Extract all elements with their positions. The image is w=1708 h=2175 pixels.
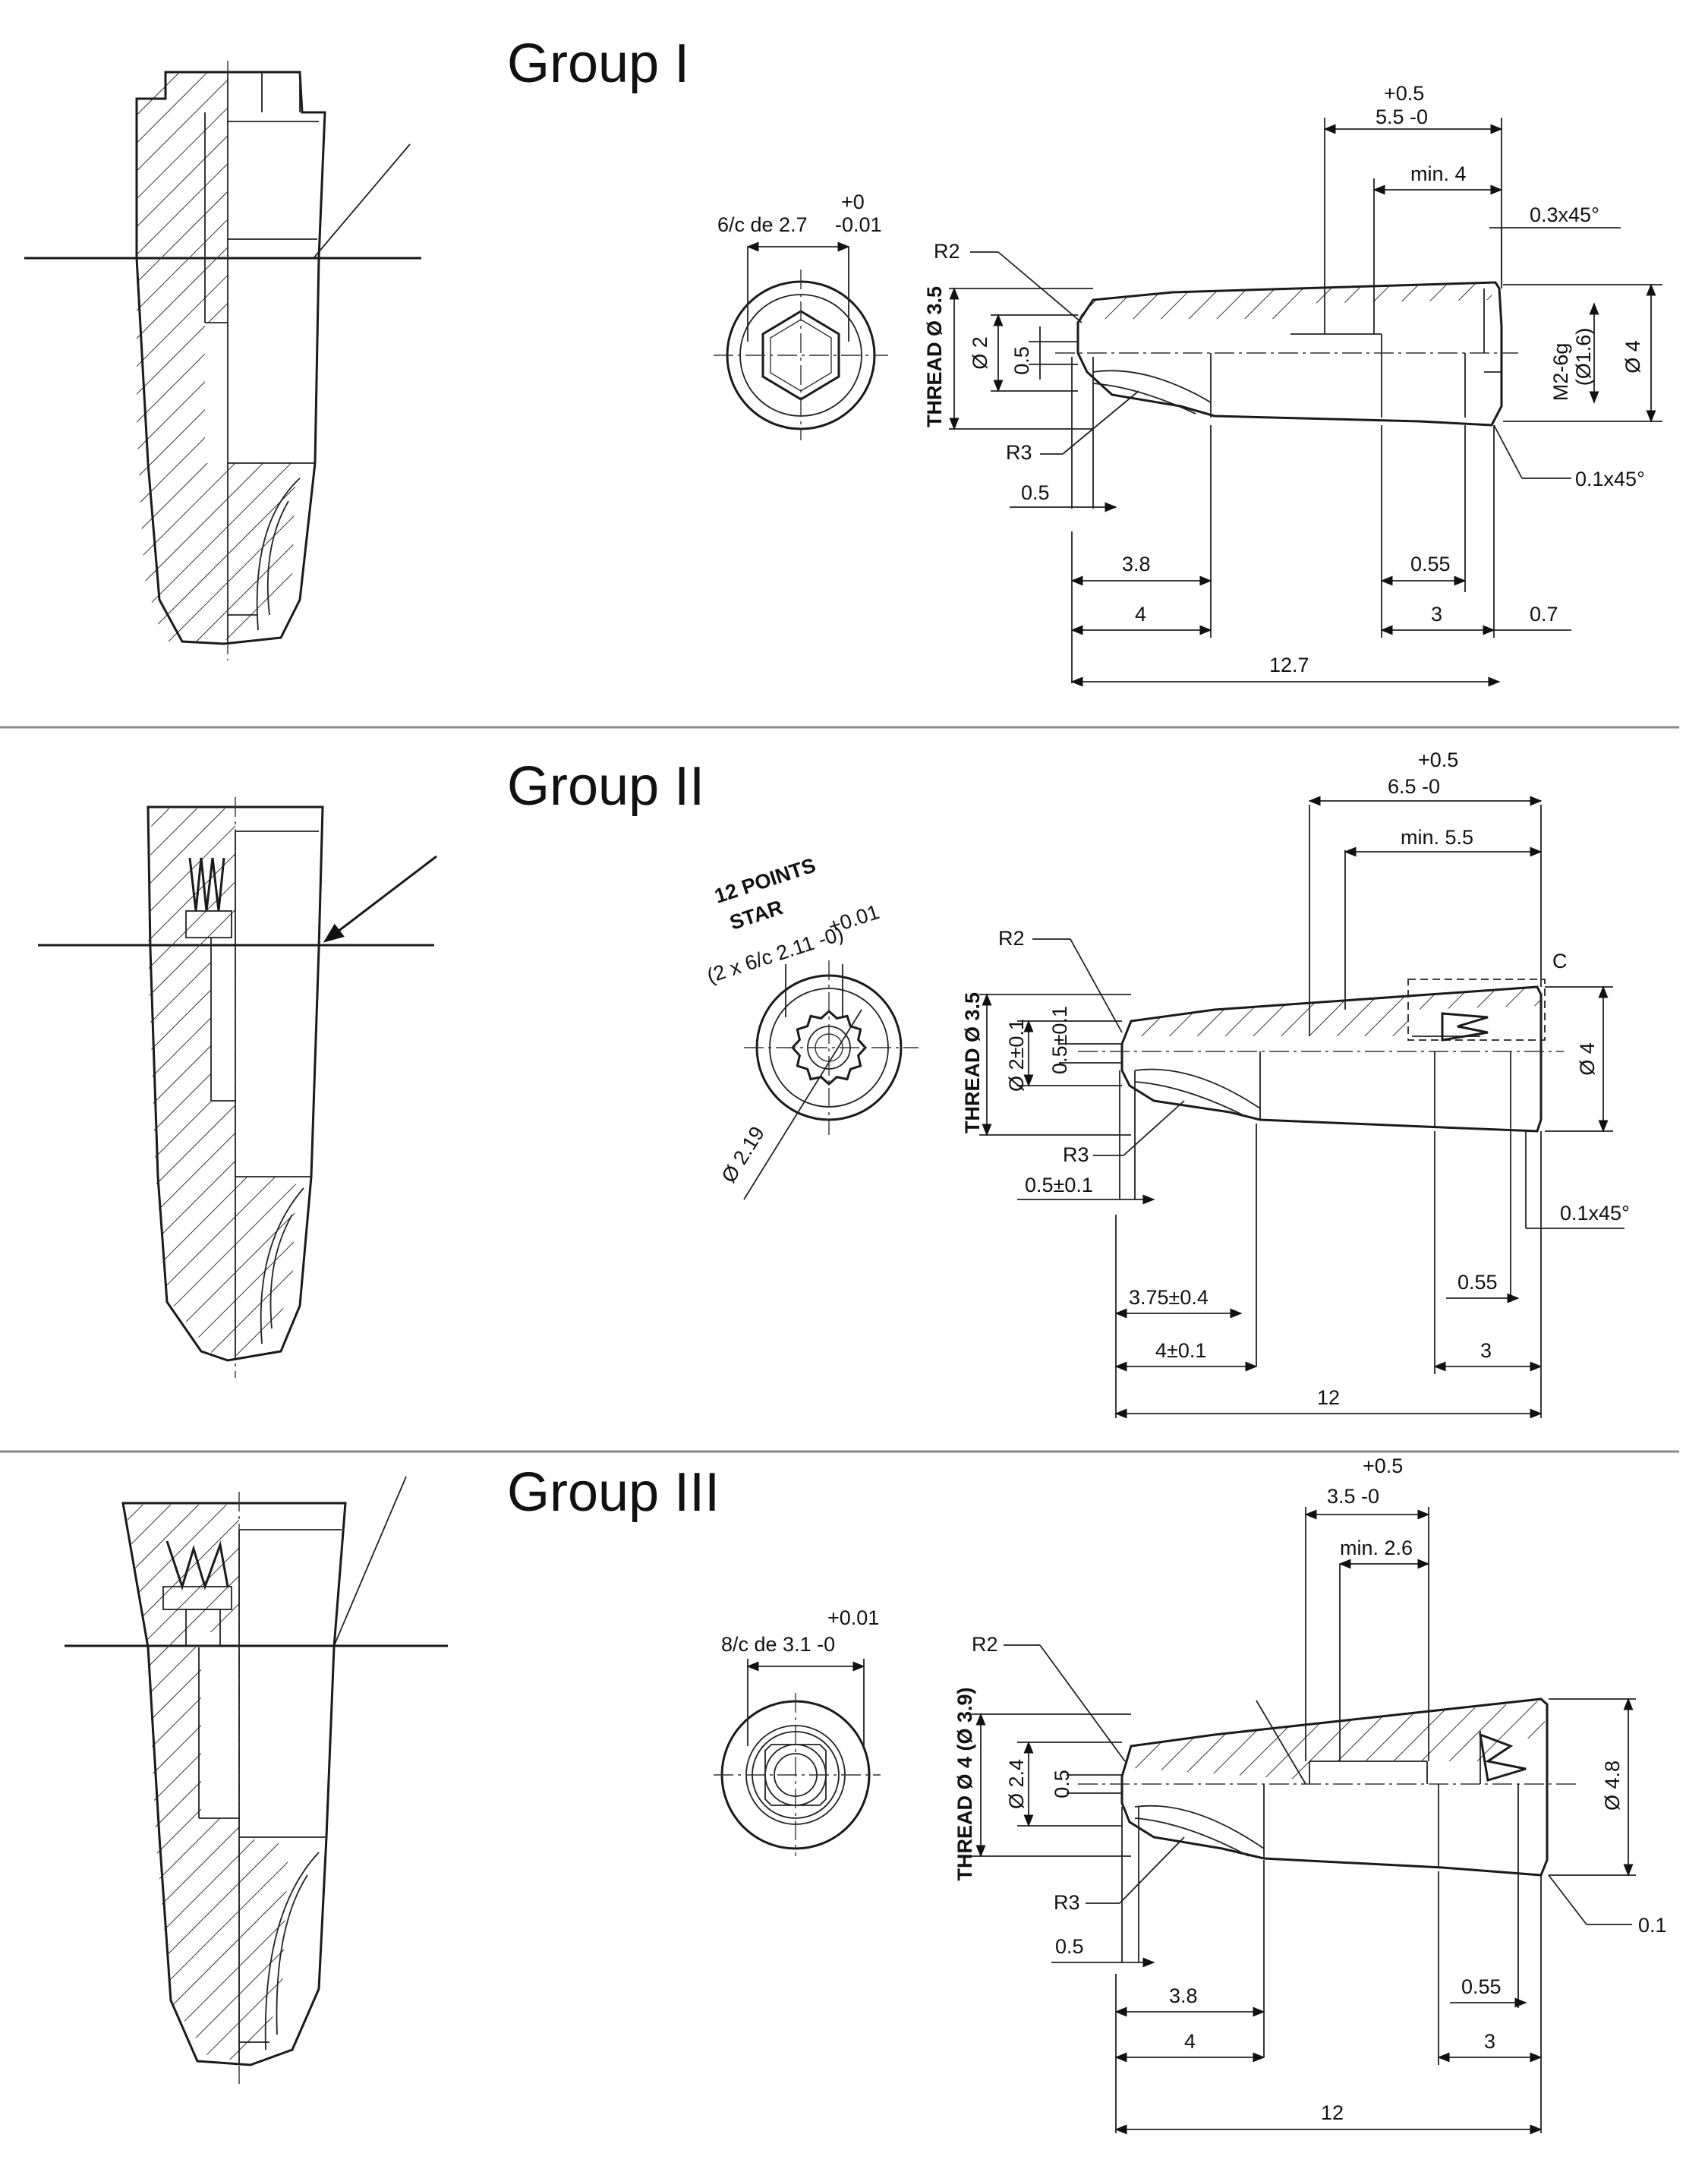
- group-3-d-outer: Ø 4.8: [1601, 1760, 1624, 1811]
- group-1-top-tol: +0.5: [1384, 82, 1424, 105]
- group-3-top-tol: +0.5: [1363, 1455, 1403, 1477]
- group-2-top-dim: 6.5 -0: [1388, 775, 1440, 798]
- group-1-dim-055: 0.55: [1410, 553, 1451, 575]
- group-3: Group III: [65, 1455, 1667, 2135]
- group-3-thread: THREAD Ø 4 (Ø 3.9): [953, 1687, 976, 1880]
- group-2-star-d: Ø 2.19: [717, 1123, 769, 1187]
- group-2-dim-05: 0.5±0.1: [1025, 1174, 1093, 1196]
- group-2-implant-section: [38, 797, 437, 1378]
- group-2-thread: THREAD Ø 3.5: [961, 992, 984, 1133]
- group-3-hex-tol: +0.01: [827, 1606, 879, 1629]
- group-1-implant-section: [24, 61, 421, 660]
- group-1-section-view: +0.5 5.5 -0 min. 4 0.3x45° Ø 4 M2-6g (Ø1…: [923, 82, 1662, 687]
- group-3-r3: R3: [1054, 1891, 1080, 1914]
- group-3-chamfer: 0.1: [1638, 1914, 1667, 1937]
- group-1-dim-4: 4: [1135, 603, 1146, 626]
- group-1-d-outer: Ø 4: [1621, 340, 1644, 374]
- group-3-section-view: +0.5 3.5 -0 min. 2.6 Ø 4.8 0.1 THREAD Ø …: [953, 1455, 1667, 2135]
- group-3-r2: R2: [972, 1633, 998, 1656]
- group-3-dim-4: 4: [1184, 2030, 1196, 2053]
- group-3-overall: 12: [1321, 2101, 1344, 2124]
- group-3-top-dim: 3.5 -0: [1327, 1485, 1379, 1508]
- group-1-chamfer-bottom: 0.1x45°: [1575, 468, 1645, 490]
- group-3-dim-38: 3.8: [1169, 1984, 1198, 2007]
- group-2-d-inner: Ø 2±0.1: [1005, 1019, 1028, 1092]
- group-2-d-05: 0.5±0.1: [1048, 1006, 1071, 1074]
- group-3-dim-05: 0.5: [1055, 1935, 1084, 1958]
- group-2: Group II: [38, 749, 1630, 1419]
- group-1-dim-07: 0.7: [1530, 603, 1558, 626]
- group-1: Group I: [24, 33, 1662, 687]
- group-1-dim-3: 3: [1431, 603, 1442, 626]
- group-2-chamfer: 0.1x45°: [1560, 1202, 1630, 1225]
- group-2-min-dim: min. 5.5: [1401, 826, 1473, 849]
- group-2-star-end-view: 12 POINTS STAR +0.01 (2 x 6/c 2.11 -0) Ø…: [704, 854, 919, 1200]
- group-1-min-dim: min. 4: [1410, 162, 1467, 185]
- group-3-title: Group III: [507, 1462, 720, 1523]
- group-1-r3: R3: [1006, 441, 1032, 464]
- group-2-star-socket: [790, 1009, 868, 1086]
- group-2-r2: R2: [998, 927, 1025, 950]
- group-1-dim-05: 0.5: [1021, 481, 1050, 504]
- group-2-d-outer: Ø 4: [1576, 1042, 1599, 1076]
- group-3-d-05: 0.5: [1051, 1770, 1073, 1798]
- group-3-dim-3: 3: [1484, 2030, 1495, 2053]
- group-2-dim-3: 3: [1480, 1339, 1492, 1362]
- group-1-m-thread-d: (Ø1.6): [1572, 328, 1595, 386]
- group-2-top-tol: +0.5: [1418, 749, 1458, 771]
- group-2-c-label: C: [1552, 950, 1568, 972]
- group-1-dim-38: 3.8: [1122, 553, 1151, 575]
- group-2-dim-055: 0.55: [1457, 1271, 1498, 1294]
- group-1-d-05: 0.5: [1010, 346, 1033, 375]
- group-1-hex-label: 6/c de 2.7: [717, 213, 808, 236]
- group-2-star-spec: (2 x 6/c 2.11 -0): [704, 922, 846, 987]
- group-2-title: Group II: [507, 756, 704, 817]
- group-2-dim-375: 3.75±0.4: [1129, 1286, 1209, 1309]
- group-3-implant-section: [65, 1476, 448, 2084]
- group-1-hex-tol-lower: -0.01: [835, 213, 882, 236]
- group-1-top-dim: 5.5 -0: [1376, 106, 1428, 128]
- group-3-hex-label: 8/c de 3.1 -0: [721, 1633, 835, 1656]
- group-1-hex-end-view: +0 6/c de 2.7 -0.01: [714, 191, 888, 440]
- group-3-min-dim: min. 2.6: [1340, 1537, 1413, 1559]
- group-2-section-view: +0.5 6.5 -0 min. 5.5 C Ø 4 0.1x45° THREA…: [961, 749, 1630, 1419]
- group-1-hex-tol-upper: +0: [841, 191, 865, 213]
- group-1-title: Group I: [507, 33, 689, 94]
- group-2-r3: R3: [1063, 1143, 1089, 1166]
- group-3-octagon-end-view: +0.01 8/c de 3.1 -0: [714, 1606, 881, 1856]
- group-2-overall: 12: [1317, 1386, 1340, 1409]
- group-1-chamfer-top: 0.3x45°: [1530, 203, 1599, 226]
- group-1-m-thread: M2-6g: [1549, 343, 1572, 402]
- group-1-r2: R2: [934, 240, 960, 263]
- group-3-d-inner: Ø 2.4: [1005, 1759, 1028, 1809]
- group-2-dim-4: 4±0.1: [1155, 1339, 1206, 1362]
- group-1-thread: THREAD Ø 3.5: [923, 286, 946, 427]
- group-1-d-inner: Ø 2: [969, 336, 991, 370]
- group-1-overall: 12.7: [1269, 654, 1309, 676]
- group-3-dim-055: 0.55: [1461, 1975, 1502, 1998]
